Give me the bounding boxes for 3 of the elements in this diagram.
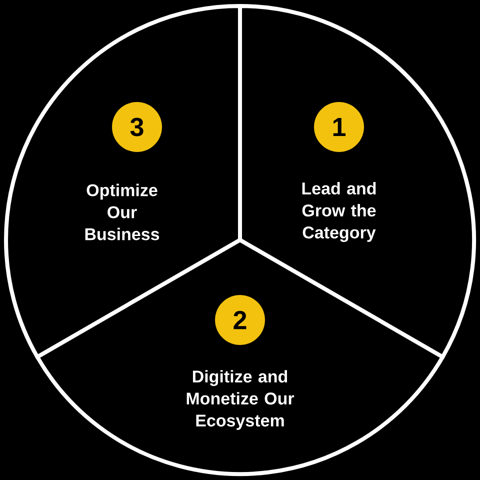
number-badge: 1 xyxy=(314,102,364,152)
number-badge: 3 xyxy=(112,102,162,152)
number-badge: 2 xyxy=(215,295,265,345)
